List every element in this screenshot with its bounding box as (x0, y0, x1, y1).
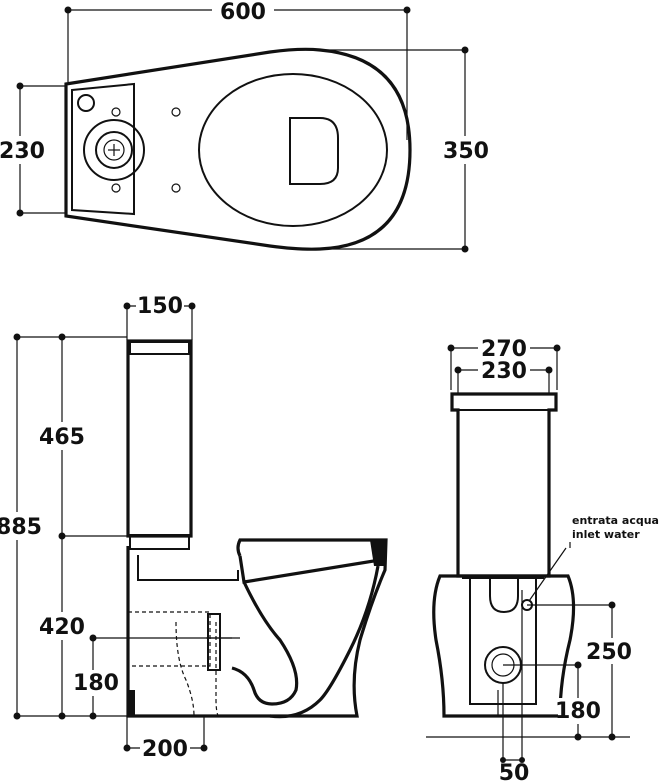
dim-outlet-height: 180 (73, 671, 119, 696)
dim-outlet-offset: 50 (499, 761, 530, 781)
front-view: 270 230 entrata acqua inlet (426, 336, 659, 781)
dim-tank-width: 270 (481, 337, 527, 362)
inlet-label-en: inlet water (572, 528, 640, 541)
dim-front-outlet-height: 180 (555, 699, 601, 724)
dim-total-height: 885 (0, 515, 42, 540)
dim-bowl-height: 420 (39, 615, 85, 640)
dim-tank-depth: 150 (137, 294, 183, 319)
dim-inlet-height: 250 (586, 640, 632, 665)
dim-tank-inner-width: 230 (481, 359, 527, 384)
top-view: 600 230 350 (0, 0, 494, 253)
inlet-label-it: entrata acqua (572, 514, 659, 527)
dim-tank-height: 465 (39, 425, 85, 450)
side-view: 150 885 465 420 180 (0, 294, 388, 762)
dim-depth-back: 230 (0, 139, 45, 164)
dim-length: 600 (220, 0, 266, 25)
dim-outlet-distance: 200 (142, 737, 188, 762)
dim-depth-total: 350 (443, 139, 489, 164)
